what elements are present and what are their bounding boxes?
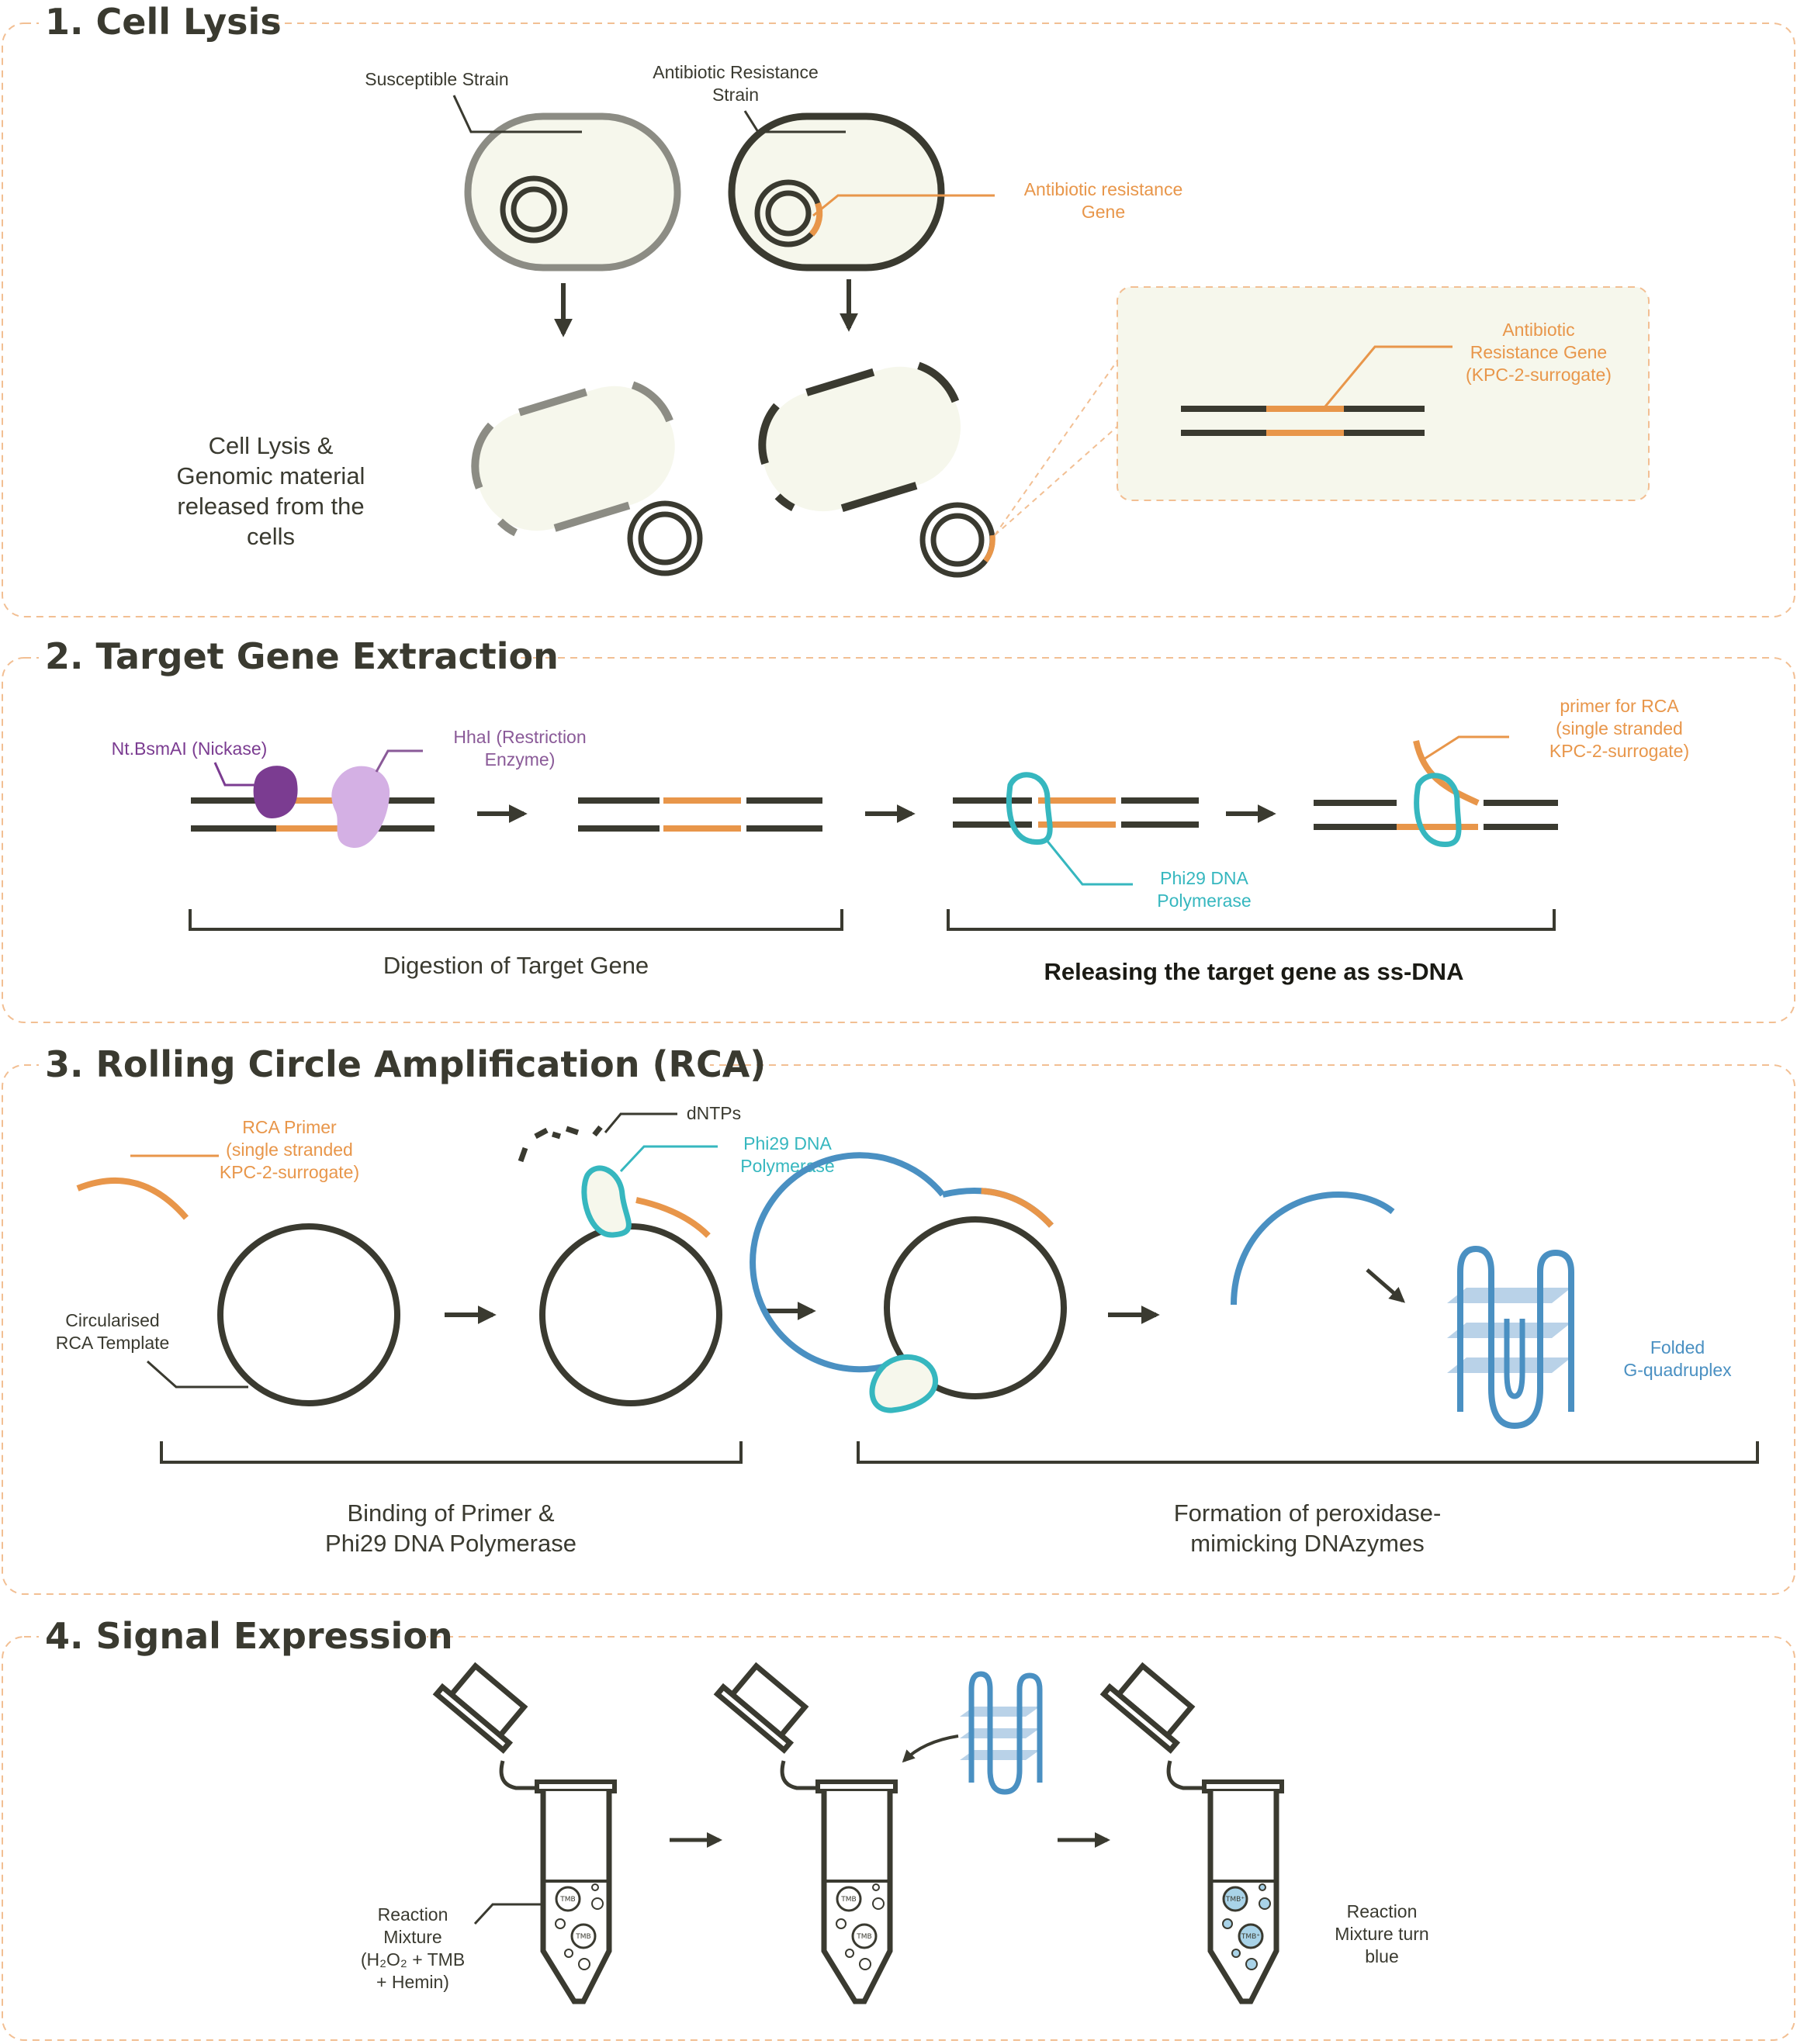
curved-arrow-icon: [902, 1734, 959, 1763]
tmb-oxidized-molecule: [1222, 1886, 1248, 1912]
turn-blue-label-1: Reaction: [1347, 1901, 1418, 1921]
rca-polymerase-label-1: Phi29 DNA: [743, 1133, 832, 1153]
tmb-ox-text: TMB⁺: [1241, 1933, 1260, 1941]
dna-cut: [578, 797, 822, 832]
formation-label-1: Formation of peroxidase-: [1174, 1499, 1442, 1527]
susceptible-strain-label: Susceptible Strain: [365, 69, 508, 89]
zoom-gene-label-3: (KPC-2-surrogate): [1466, 365, 1612, 385]
digestion-label: Digestion of Target Gene: [383, 952, 649, 979]
reaction-mixture-label-4: + Hemin): [376, 1972, 449, 1992]
panel-rca: [2, 1064, 1795, 1595]
restriction-label-1: HhaI (Restriction: [453, 727, 586, 747]
lysed-susceptible-cell-icon: [471, 381, 675, 537]
polymerase-label-1: Phi29 DNA: [1160, 868, 1248, 888]
releasing-label: Releasing the target gene as ss-DNA: [1044, 958, 1464, 985]
panel-target-gene-extraction: [2, 657, 1795, 1023]
template-label-1: Circularised: [65, 1310, 159, 1330]
binding-label-1: Binding of Primer &: [347, 1499, 554, 1527]
tmb-ox-text: TMB⁺: [1225, 1896, 1245, 1904]
lysis-label-2: Genomic material: [177, 462, 365, 489]
dntps-label: dNTPs: [687, 1103, 741, 1123]
section-title-cell-lysis: 1. Cell Lysis: [45, 1, 282, 43]
tmb-text: TMB: [856, 1933, 871, 1941]
zoom-callout: [994, 286, 1650, 536]
ssdna-strand: [1231, 1191, 1395, 1306]
diagonal-arrow-icon: [1366, 1268, 1406, 1303]
plasmid-icon: [627, 500, 703, 576]
zoom-gene-label-1: Antibiotic: [1502, 320, 1574, 340]
leader-line: [812, 194, 995, 217]
folded-label-2: G-quadruplex: [1623, 1360, 1732, 1380]
tmb-text: TMB: [575, 1933, 590, 1941]
primer-rca-label-2: (single stranded: [1556, 718, 1683, 738]
panel-signal-expression: [2, 1636, 1795, 2041]
turn-blue-label-3: blue: [1365, 1946, 1398, 1966]
dna-with-polymerase: [953, 772, 1199, 886]
template-label-2: RCA Template: [56, 1333, 170, 1353]
tmb-molecule: [836, 1886, 862, 1912]
resistant-cell-icon: [728, 112, 945, 271]
bracket-digestion: [189, 909, 843, 931]
tmb-text: TMB: [840, 1896, 856, 1904]
reaction-tube-3: [1099, 1662, 1284, 2004]
restriction-label-2: Enzyme): [485, 749, 556, 770]
g-quadruplex-icon: [1447, 1245, 1574, 1430]
nickase-enzyme-icon: [253, 766, 298, 818]
leader-line: [452, 95, 582, 133]
polymerase-icon: [581, 1165, 632, 1238]
resistant-strain-label-2: Strain: [712, 85, 759, 105]
rca-primer-label-2: (single stranded: [226, 1140, 353, 1160]
lysed-resistant-cell-icon: [758, 361, 961, 512]
panel-cell-lysis: [2, 22, 1795, 617]
g-quadruplex-small-icon: [960, 1671, 1043, 1795]
template-primer-polymerase: [518, 1112, 722, 1406]
tmb-molecule: [555, 1886, 581, 1912]
folded-label-1: Folded: [1650, 1337, 1705, 1357]
resistant-plasmid-icon: [919, 502, 995, 578]
primer-rca-label-3: KPC-2-surrogate): [1549, 741, 1689, 761]
resistant-strain-label-1: Antibiotic Resistance: [653, 62, 819, 82]
dna-primer-release: [1314, 735, 1558, 847]
lysis-label-1: Cell Lysis &: [209, 432, 334, 459]
reaction-mixture-label-3: (H₂O₂ + TMB: [361, 1949, 465, 1970]
reaction-tube-2: [713, 1662, 898, 2004]
leader-line: [743, 110, 846, 133]
resistance-gene-label-1: Antibiotic resistance: [1024, 179, 1183, 199]
bracket-release: [947, 909, 1556, 931]
polymerase-label-2: Polymerase: [1157, 891, 1251, 911]
binding-label-2: Phi29 DNA Polymerase: [325, 1530, 576, 1557]
tmb-oxidized-molecule: [1238, 1923, 1264, 1949]
restriction-enzyme-icon: [331, 766, 390, 849]
tmb-text: TMB: [559, 1896, 575, 1904]
reaction-mixture-label-2: Mixture: [383, 1927, 441, 1947]
lysis-label-4: cells: [247, 523, 295, 550]
formation-label-2: mimicking DNAzymes: [1190, 1530, 1424, 1557]
rca-amplification: [750, 1152, 1067, 1413]
reaction-mixture-label-1: Reaction: [378, 1904, 448, 1925]
resistance-gene-label-2: Gene: [1082, 202, 1125, 222]
lysis-label-3: released from the: [177, 493, 364, 520]
rca-primer-label-3: KPC-2-surrogate): [220, 1162, 359, 1182]
tmb-molecule: [851, 1923, 878, 1949]
primer-rca-label-1: primer for RCA: [1560, 696, 1679, 716]
bracket-formation: [857, 1441, 1759, 1464]
section-title-target-gene-extraction: 2. Target Gene Extraction: [45, 635, 559, 677]
susceptible-cell-icon: [464, 112, 681, 271]
turn-blue-label-2: Mixture turn: [1335, 1924, 1428, 1944]
zoom-gene-label-2: Resistance Gene: [1470, 342, 1607, 362]
polymerase-icon: [1006, 772, 1053, 845]
rca-primer-label-1: RCA Primer: [242, 1117, 337, 1137]
rca-primer-strand: [76, 1177, 189, 1220]
tmb-molecule: [570, 1923, 597, 1949]
section-title-signal-expression: 4. Signal Expression: [45, 1615, 453, 1657]
dna-with-enzymes: [191, 749, 435, 849]
bracket-binding: [160, 1441, 743, 1464]
section-title-rca: 3. Rolling Circle Amplification (RCA): [45, 1043, 766, 1085]
nickase-label: Nt.BsmAI (Nickase): [112, 738, 268, 759]
rca-template-circle: [217, 1223, 400, 1406]
